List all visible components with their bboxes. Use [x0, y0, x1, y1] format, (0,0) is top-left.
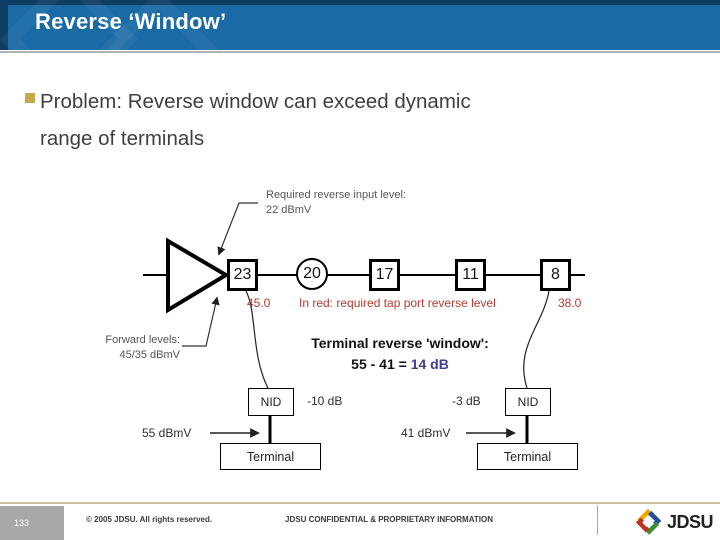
level-label-left: 55 dBmV — [142, 426, 192, 440]
jdsu-logo: JDSU — [634, 508, 720, 536]
terminal-window-label: Terminal reverse 'window': 55 - 41 = 14 … — [311, 335, 489, 372]
nid-box-right: NID — [505, 388, 551, 416]
terminal-box-left: Terminal — [220, 443, 321, 470]
level-label-right: 41 dBmV — [401, 426, 451, 440]
drop-curve-left — [245, 290, 269, 389]
titlebar-left-edge — [0, 0, 8, 50]
tap-value-box: 17 — [369, 259, 400, 291]
window-equation: 55 - 41 = — [351, 356, 411, 372]
bullet-text: Problem: Reverse window can exceed dynam… — [40, 83, 660, 157]
footer-copyright: © 2005 JDSU. All rights reserved. — [86, 515, 213, 524]
page-number: 133 — [0, 506, 64, 540]
tap-value-box: 23 — [227, 259, 258, 291]
required-level-label: Required reverse input level: 22 dBmV — [266, 189, 407, 216]
title-underline — [0, 51, 720, 53]
bullet-line-2: range of terminals — [40, 127, 205, 150]
jdsu-diamond-icon — [635, 508, 662, 535]
jdsu-wordmark: JDSU — [667, 511, 714, 532]
loss-label-left: -10 dB — [307, 394, 343, 408]
tap-value-circle: 20 — [296, 258, 328, 290]
terminal-box-right: Terminal — [477, 443, 578, 470]
red-legend: In red: required tap port reverse level — [299, 296, 496, 310]
title-bar: Reverse ‘Window’ — [0, 0, 720, 50]
footer-accent-line — [0, 502, 720, 504]
amplifier-icon — [166, 237, 230, 314]
callout-forward-line — [182, 296, 220, 347]
bullet-line-1: Problem: Reverse window can exceed dynam… — [40, 90, 471, 113]
drop-curve-right — [523, 290, 550, 389]
slide-title: Reverse ‘Window’ — [35, 9, 227, 34]
tap-value-box: 8 — [540, 259, 571, 291]
footer-confidential: JDSU CONFIDENTIAL & PROPRIETARY INFORMAT… — [285, 515, 494, 524]
red-value-right: 38.0 — [558, 296, 582, 310]
tap-value-box: 11 — [455, 259, 486, 291]
window-result: 14 dB — [410, 356, 449, 372]
nid-box-left: NID — [248, 388, 294, 416]
loss-label-right: -3 dB — [452, 394, 481, 408]
red-value-left: 45.0 — [247, 296, 271, 310]
bullet-marker — [25, 93, 35, 103]
footer-separator — [597, 505, 598, 535]
titlebar-top-edge — [0, 0, 720, 5]
callout-required-line — [217, 202, 258, 256]
forward-levels-label: Forward levels: 45/35 dBmV — [105, 334, 180, 361]
